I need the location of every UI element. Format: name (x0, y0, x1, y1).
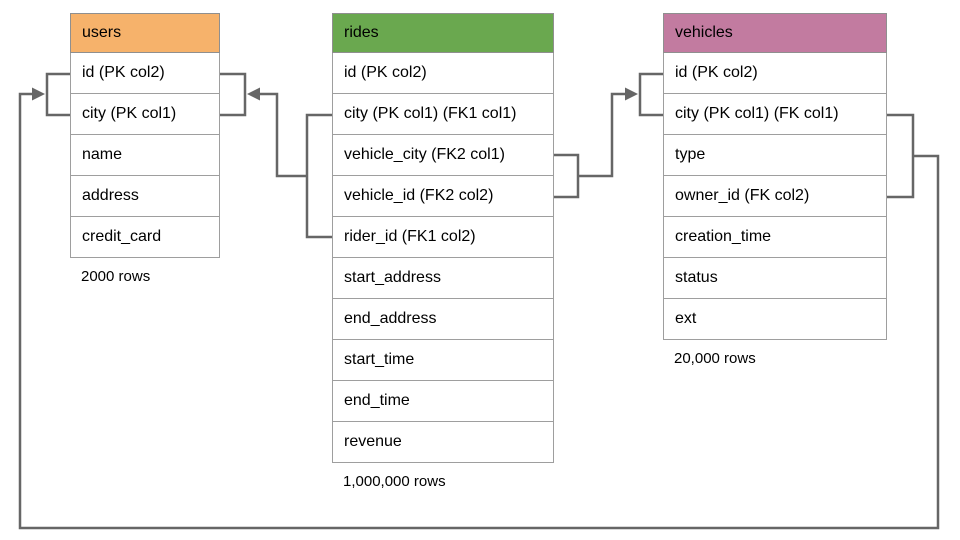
column-row: vehicle_id (FK2 col2) (332, 176, 554, 217)
users-left-bracket (45, 72, 70, 117)
vehicles-right-bracket (887, 113, 915, 199)
fk1-arrowhead-icon (247, 87, 260, 101)
fk-vehicles-users-connector-line (18, 92, 940, 530)
column-row: end_address (332, 299, 554, 340)
vehicles-left-bracket (638, 72, 665, 117)
table-header-rides: rides (332, 13, 554, 53)
table-header-users: users (70, 13, 220, 53)
column-row: start_time (332, 340, 554, 381)
row-count-label: 2000 rows (81, 268, 151, 285)
row-count-label: 20,000 rows (674, 350, 756, 367)
rides-right-bracket (553, 153, 580, 199)
fk2-connector-line (578, 92, 627, 178)
table-header-vehicles: vehicles (663, 13, 887, 53)
column-row: owner_id (FK col2) (663, 176, 887, 217)
rides-left-bracket (305, 113, 332, 239)
column-row: ext (663, 299, 887, 340)
fk2-arrowhead-icon (625, 87, 638, 101)
column-row: creation_time (663, 217, 887, 258)
row-count-label: 1,000,000 rows (343, 473, 446, 490)
column-row: address (70, 176, 220, 217)
column-row: city (PK col1) (70, 94, 220, 135)
column-row: credit_card (70, 217, 220, 258)
column-row: revenue (332, 422, 554, 463)
column-row: rider_id (FK1 col2) (332, 217, 554, 258)
column-row: id (PK col2) (70, 53, 220, 94)
column-row: id (PK col2) (332, 53, 554, 94)
fk1-connector-line (258, 92, 307, 178)
column-row: city (PK col1) (FK col1) (663, 94, 887, 135)
column-row: id (PK col2) (663, 53, 887, 94)
column-row: status (663, 258, 887, 299)
users-right-bracket (220, 72, 247, 117)
column-row: vehicle_city (FK2 col1) (332, 135, 554, 176)
column-row: type (663, 135, 887, 176)
column-row: city (PK col1) (FK1 col1) (332, 94, 554, 135)
column-row: end_time (332, 381, 554, 422)
fk-users-arrowhead-icon (32, 87, 45, 101)
column-row: name (70, 135, 220, 176)
column-row: start_address (332, 258, 554, 299)
